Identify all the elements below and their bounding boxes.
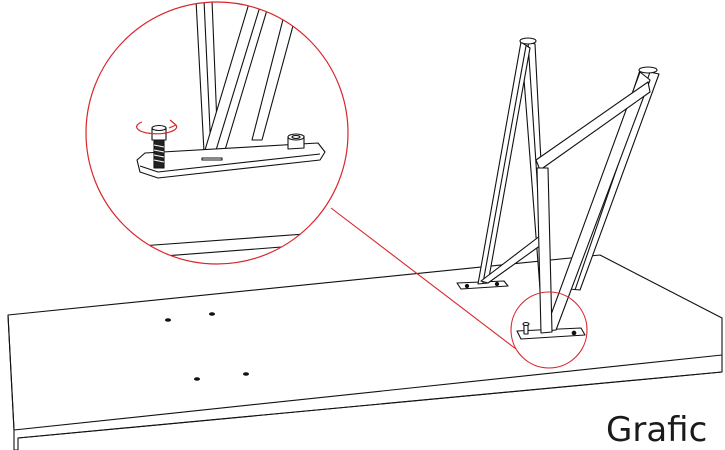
leg-frame (456, 37, 660, 340)
rotate-arrow-icon (136, 119, 178, 135)
table-holes (165, 312, 249, 381)
callout-marker (330, 207, 588, 369)
detail-zoom (85, 1, 349, 265)
caption-text: Grafic (606, 410, 708, 450)
